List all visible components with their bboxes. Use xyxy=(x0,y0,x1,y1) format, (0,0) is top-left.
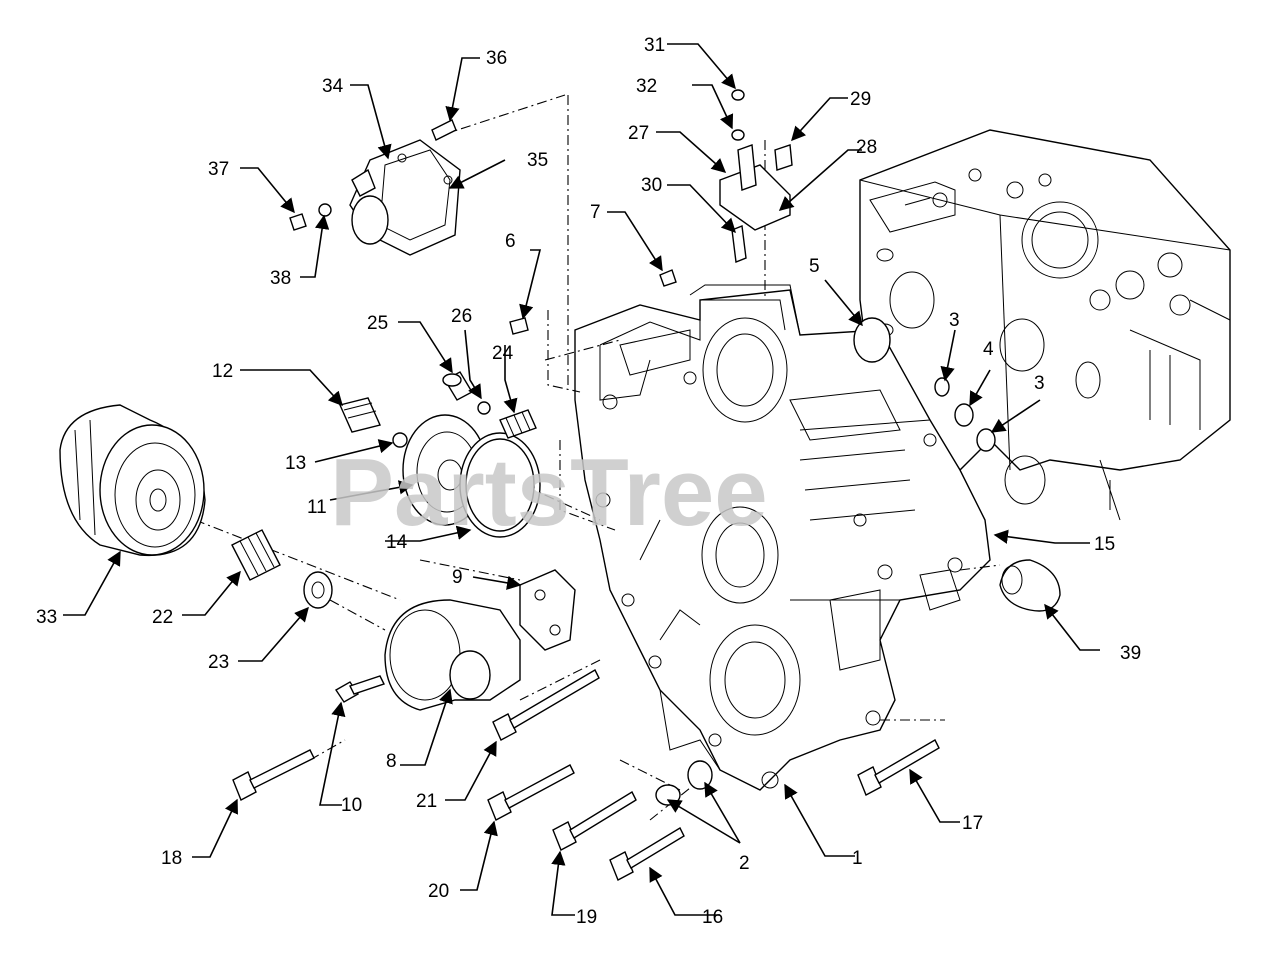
callout-label: 13 xyxy=(285,453,306,474)
callout-label: 5 xyxy=(809,256,820,277)
top-bracket xyxy=(659,89,996,452)
callout-label: 2 xyxy=(739,853,750,874)
filter-nipple xyxy=(231,529,333,609)
callout-label: 35 xyxy=(527,150,548,171)
callout-label: 10 xyxy=(341,795,362,816)
callout-label: 6 xyxy=(505,231,516,252)
water-pump-housing xyxy=(384,569,576,711)
callout-label: 27 xyxy=(628,123,649,144)
callout-label: 3 xyxy=(1034,373,1045,394)
callout-label: 31 xyxy=(644,35,665,56)
callout-label: 1 xyxy=(852,848,863,869)
gear-case-cover xyxy=(574,284,991,791)
callout-label: 17 xyxy=(962,813,983,834)
callout-label: 12 xyxy=(212,361,233,382)
callout-label: 30 xyxy=(641,175,662,196)
oil-filter xyxy=(59,404,206,557)
callout-label: 33 xyxy=(36,607,57,628)
oil-pump-cover xyxy=(402,414,541,538)
callout-label: 23 xyxy=(208,652,229,673)
thermostat-housing xyxy=(289,119,461,256)
relief-plug xyxy=(339,397,408,448)
callout-label: 36 xyxy=(486,48,507,69)
callout-label: 11 xyxy=(307,497,327,518)
callout-labels: 1 2 3 3 4 5 6 7 8 9 10 11 12 13 14 15 16… xyxy=(36,35,1141,928)
callout-label: 14 xyxy=(386,532,408,553)
callout-label: 4 xyxy=(983,339,994,360)
callout-label: 26 xyxy=(451,306,472,327)
callout-label: 3 xyxy=(949,310,960,331)
callout-label: 8 xyxy=(386,751,397,772)
callout-label: 34 xyxy=(322,76,344,97)
callout-label: 29 xyxy=(850,89,871,110)
callout-label: 15 xyxy=(1094,534,1115,555)
callout-label: 32 xyxy=(636,76,657,97)
callout-label: 39 xyxy=(1120,643,1141,664)
leader-lines xyxy=(63,43,1100,916)
watermark-text: PartsTree xyxy=(330,439,768,546)
callout-label: 25 xyxy=(367,313,388,334)
callout-label: 24 xyxy=(492,343,514,364)
callout-label: 16 xyxy=(702,907,723,928)
callout-label: 9 xyxy=(452,567,463,588)
cap-plug xyxy=(999,559,1061,612)
callout-label: 19 xyxy=(576,907,597,928)
callout-label: 18 xyxy=(161,848,182,869)
callout-label: 37 xyxy=(208,159,229,180)
callout-label: 28 xyxy=(856,137,877,158)
callout-label: 38 xyxy=(270,268,291,289)
callout-label: 7 xyxy=(590,202,601,223)
callout-label: 21 xyxy=(416,791,437,812)
callout-label: 22 xyxy=(152,607,173,628)
callout-label: 20 xyxy=(428,881,449,902)
engine-block xyxy=(859,129,1231,521)
